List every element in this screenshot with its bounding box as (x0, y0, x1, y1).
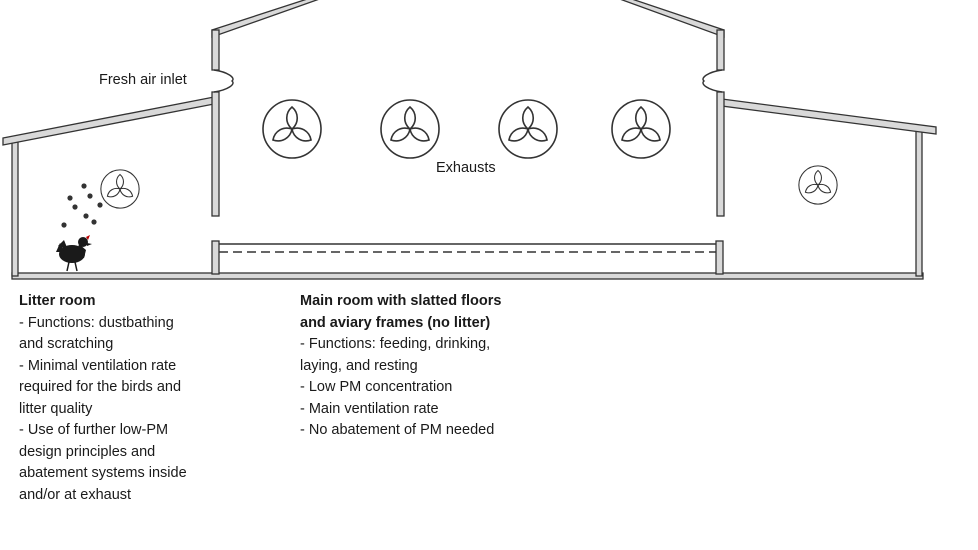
main-room-line: - Functions: feeding, drinking, (300, 336, 491, 352)
litter-room-line: litter quality (19, 400, 93, 417)
main-right-wall-lower (716, 91, 725, 217)
main-room-line: - Main ventilation rate (300, 400, 439, 417)
main-right-wall-upper (716, 29, 725, 71)
dust-particle-icon (61, 183, 103, 228)
litter-room-line: design principles and (19, 443, 156, 460)
litter-room-description: Litter room - Functions: dustbathing and… (19, 291, 187, 506)
litter-room-title: Litter room (19, 293, 96, 309)
main-room-title: and aviary frames (no litter) (300, 314, 491, 331)
litter-room-line: abatement systems inside (19, 465, 187, 481)
fresh-air-inlet-label: Fresh air inlet (99, 72, 187, 88)
main-left-partition-stub (211, 240, 220, 275)
litter-room-line: and scratching (19, 336, 114, 352)
floor (11, 272, 924, 280)
slatted-floor (219, 243, 716, 253)
main-roof-left (211, 0, 319, 38)
litter-room-line: - Minimal ventilation rate (19, 357, 177, 374)
right-roof (721, 98, 937, 135)
left-roof (2, 96, 215, 146)
litter-room-line: - Use of further low-PM (19, 422, 169, 438)
main-left-wall-upper (211, 29, 220, 71)
litter-room-line: - Functions: dustbathing (19, 314, 174, 331)
right-outer-wall (915, 129, 923, 277)
main-room-line: - No abatement of PM needed (300, 422, 495, 438)
main-left-wall-lower (211, 91, 220, 217)
main-room-description: Main room with slatted floors and aviary… (300, 291, 501, 442)
main-roof-right (620, 0, 725, 38)
chicken-icon (56, 235, 92, 272)
main-right-partition-stub (715, 240, 724, 275)
main-room-title: Main room with slatted floors (300, 293, 502, 309)
litter-room-line: and/or at exhaust (19, 486, 132, 503)
fan-icon (100, 99, 838, 209)
building-outline (2, 0, 937, 280)
main-room-line: - Low PM concentration (300, 379, 453, 395)
exhausts-label: Exhausts (436, 160, 496, 176)
litter-room-line: required for the birds and (19, 379, 182, 395)
left-outer-wall (11, 141, 19, 277)
air-inlet-flap-icon (213, 69, 723, 93)
main-room-line: laying, and resting (300, 357, 418, 374)
